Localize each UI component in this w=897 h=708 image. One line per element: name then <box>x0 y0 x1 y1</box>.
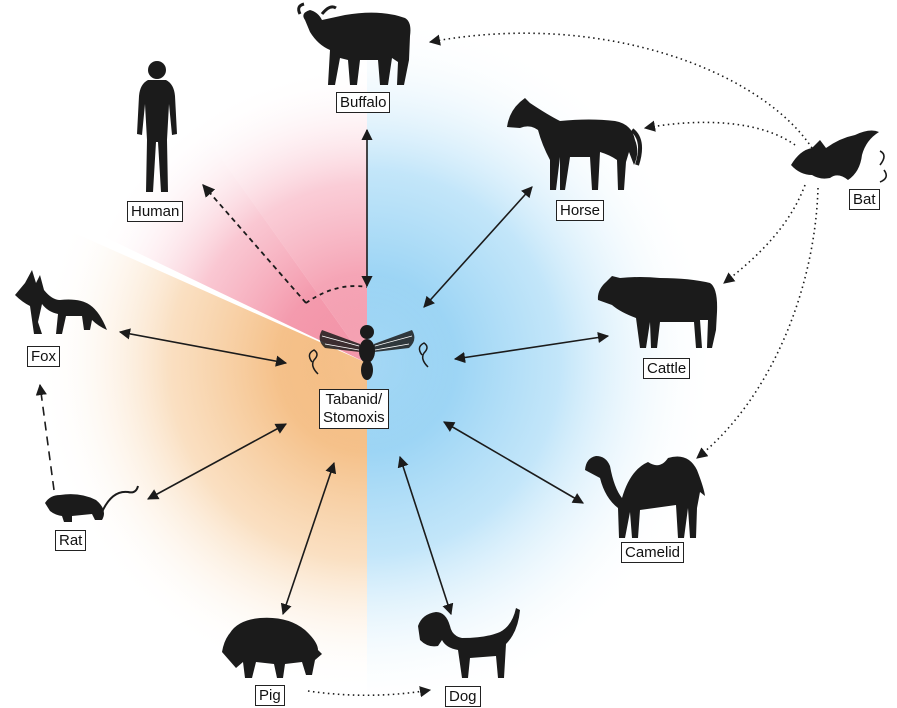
vector-line1: Tabanid/ <box>323 391 385 409</box>
label-pig: Pig <box>255 685 285 706</box>
label-cattle: Cattle <box>643 358 690 379</box>
label-vector: Tabanid/ Stomoxis <box>319 389 389 429</box>
label-horse: Horse <box>556 200 604 221</box>
label-dog: Dog <box>445 686 481 707</box>
label-buffalo: Buffalo <box>336 92 390 113</box>
label-fox: Fox <box>27 346 60 367</box>
label-human: Human <box>127 201 183 222</box>
label-rat: Rat <box>55 530 86 551</box>
vector-line2: Stomoxis <box>323 409 385 427</box>
label-bat: Bat <box>849 189 880 210</box>
label-camelid: Camelid <box>621 542 684 563</box>
